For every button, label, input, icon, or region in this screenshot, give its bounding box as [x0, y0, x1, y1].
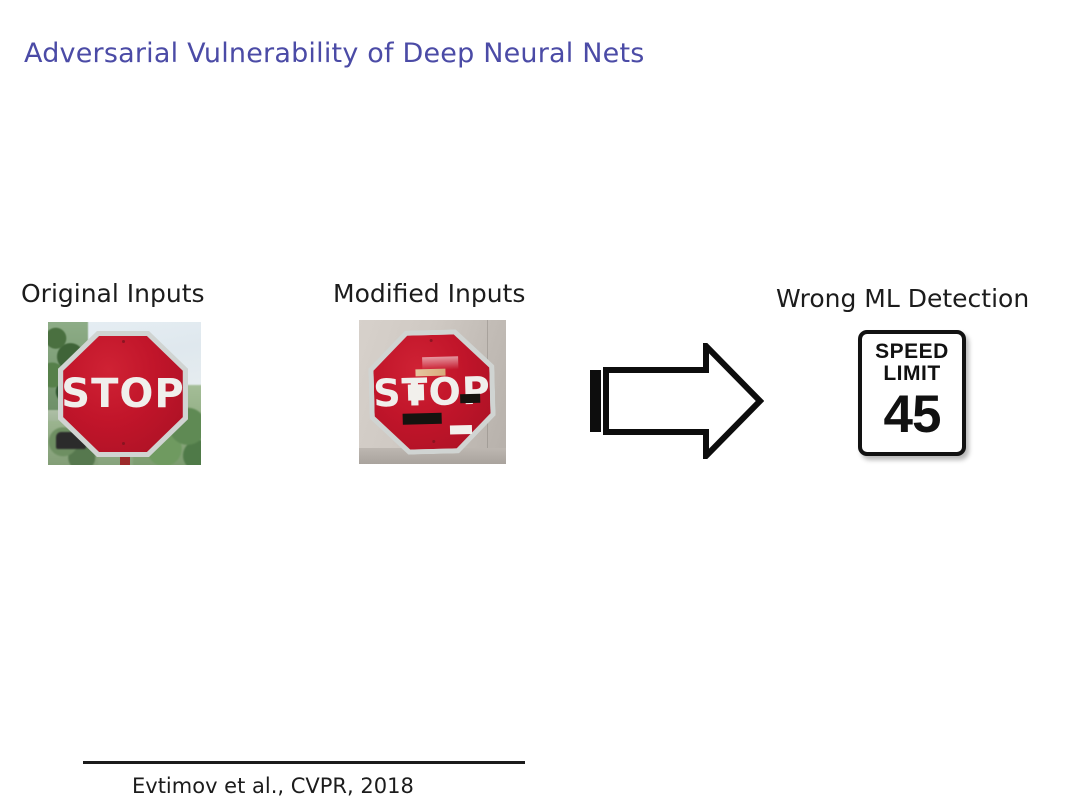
caption-modified-inputs: Modified Inputs: [333, 279, 526, 308]
speed-limit-line-1: SPEED: [875, 340, 949, 363]
sticker-white-bar-lower-right: [450, 425, 472, 435]
footnote-citation: Evtimov et al., CVPR, 2018: [132, 774, 414, 798]
page-title: Adversarial Vulnerability of Deep Neural…: [24, 38, 645, 69]
speed-limit-sign-icon: SPEED LIMIT 45: [858, 330, 966, 456]
stop-sign-bolt-bottom: [121, 442, 125, 445]
stop-sign-text: STOP: [61, 371, 185, 417]
stop-sign-bolt-top: [121, 340, 125, 343]
photo-floor: [359, 448, 506, 464]
speed-limit-line-2: LIMIT: [883, 362, 941, 386]
sticker-black-bar-lower-left: [403, 413, 442, 425]
stop-sign-octagon: STOP: [58, 331, 188, 457]
sticker-tan-strip-top: [415, 369, 445, 377]
footnote-divider: [83, 761, 525, 764]
caption-original-inputs: Original Inputs: [21, 279, 205, 308]
sticker-black-bar-right: [460, 394, 480, 404]
right-block-arrow-icon: [588, 343, 764, 459]
stop-sign-face: [63, 336, 183, 452]
speed-limit-number: 45: [883, 385, 942, 445]
original-stop-sign-photo: STOP: [48, 322, 201, 465]
perturbed-stop-sign-bolt-top: [429, 339, 432, 342]
caption-wrong-ml-detection: Wrong ML Detection: [776, 284, 1030, 313]
perturbed-stop-sign-bolt-bottom: [432, 440, 435, 443]
perturbed-stop-sign-text: STOP: [372, 368, 492, 416]
modified-stop-sign-photo: STOP: [359, 320, 506, 464]
sticker-white-square-upper-left: [408, 384, 424, 400]
